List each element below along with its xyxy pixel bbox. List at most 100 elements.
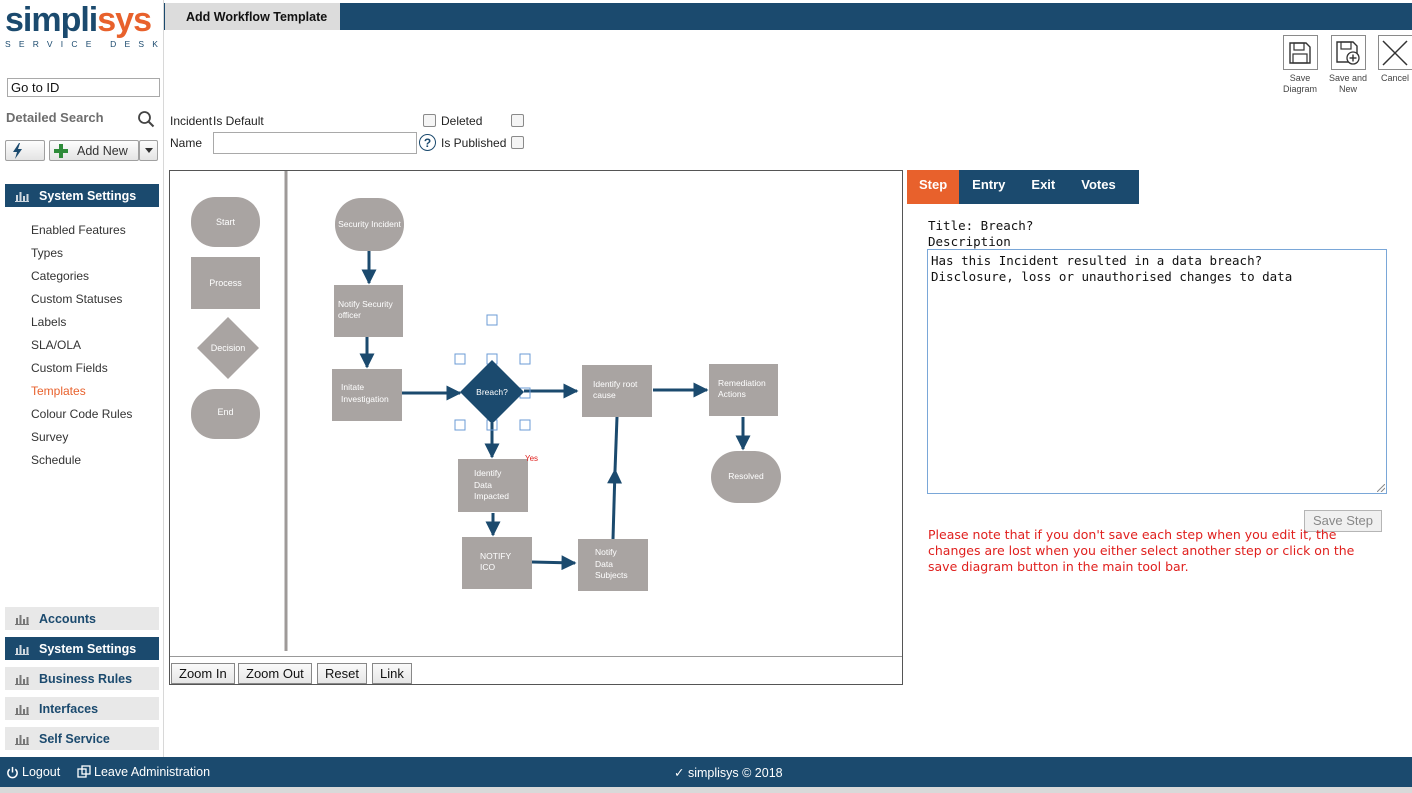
module-label: Interfaces: [39, 701, 99, 716]
node-identify-root-cause[interactable]: Identify root cause: [582, 365, 652, 417]
nav-item-survey[interactable]: Survey: [31, 430, 69, 444]
leave-administration-link[interactable]: Leave Administration: [77, 765, 210, 779]
cancel-button[interactable]: Cancel: [1373, 35, 1412, 84]
module-label: Accounts: [39, 611, 96, 626]
nav-item-enabled-features[interactable]: Enabled Features: [31, 223, 126, 237]
node-label: Impacted: [474, 491, 509, 501]
palette-decision[interactable]: Decision: [197, 317, 259, 379]
module-self-service[interactable]: Self Service: [5, 727, 159, 750]
zoom-out-button[interactable]: Zoom Out: [238, 663, 312, 684]
deleted-label: Deleted: [441, 114, 483, 128]
save-new-label-2: New: [1338, 84, 1357, 94]
yes-branch-label: Yes: [525, 454, 538, 463]
add-new-button[interactable]: Add New: [49, 140, 139, 161]
page-tab-title[interactable]: Add Workflow Template: [165, 3, 340, 30]
bar-chart-icon: [15, 191, 29, 202]
simplisys-logo[interactable]: simplisys SERVICE DESK: [5, 2, 163, 54]
name-label: Name: [170, 136, 203, 150]
node-identify-data-impacted[interactable]: Identify Data Impacted: [458, 459, 528, 512]
node-initiate-investigation[interactable]: Initate Investigation: [332, 369, 402, 421]
workflow-diagram[interactable]: Start Process Decision End: [170, 171, 902, 656]
link-button[interactable]: Link: [372, 663, 412, 684]
node-label: officer: [338, 310, 361, 320]
footer-bar: Logout Leave Administration ✓ simplisys …: [0, 757, 1412, 787]
description-textarea[interactable]: Has this Incident resulted in a data bre…: [927, 249, 1387, 494]
module-interfaces[interactable]: Interfaces: [5, 697, 159, 720]
lightning-icon: [13, 143, 22, 159]
logout-link[interactable]: Logout: [6, 765, 60, 779]
module-system-settings[interactable]: System Settings: [5, 637, 159, 660]
palette-end-label: End: [217, 407, 233, 417]
module-label: Business Rules: [39, 671, 133, 686]
bar-chart-icon: [15, 734, 29, 745]
workflow-canvas[interactable]: Start Process Decision End: [169, 170, 903, 685]
nav-item-templates[interactable]: Templates: [31, 384, 86, 398]
node-breach-decision[interactable]: Breach?: [460, 360, 524, 424]
bar-chart-icon: [15, 674, 29, 685]
palette-start[interactable]: Start: [191, 197, 260, 247]
module-accounts[interactable]: Accounts: [5, 607, 159, 630]
module-business-rules[interactable]: Business Rules: [5, 667, 159, 690]
node-label: Data: [474, 480, 492, 490]
bar-chart-icon: [15, 704, 29, 715]
nav-item-types[interactable]: Types: [31, 246, 64, 260]
nav-item-custom-statuses[interactable]: Custom Statuses: [31, 292, 123, 306]
tab-votes[interactable]: Votes (0): [1081, 177, 1116, 222]
system-settings-header[interactable]: System Settings: [5, 184, 159, 207]
save-step-button[interactable]: Save Step: [1304, 510, 1382, 532]
connector[interactable]: [531, 555, 577, 571]
logo-text-accent: sys: [97, 1, 152, 39]
palette-process[interactable]: Process: [191, 257, 260, 309]
reset-button[interactable]: Reset: [317, 663, 367, 684]
deleted-checkbox[interactable]: [511, 114, 524, 127]
node-label: Notify Security: [338, 299, 394, 309]
bar-chart-icon: [15, 644, 29, 655]
close-icon: [1382, 39, 1408, 66]
resize-grip-icon[interactable]: [1377, 484, 1385, 492]
node-label: Security Incident: [338, 219, 401, 229]
leave-admin-label: Leave Administration: [94, 765, 211, 779]
plus-icon: [54, 143, 68, 158]
goto-id-input[interactable]: [7, 78, 160, 97]
logo-subtitle: SERVICE DESK: [5, 39, 167, 49]
search-icon[interactable]: [137, 110, 155, 128]
is-published-checkbox[interactable]: [511, 136, 524, 149]
settings-nav-list: Enabled Features Types Categories Custom…: [31, 221, 132, 474]
tab-exit[interactable]: Exit: [1031, 177, 1056, 192]
description-label: Description: [928, 234, 1011, 249]
nav-item-categories[interactable]: Categories: [31, 269, 90, 283]
is-published-label: Is Published: [441, 136, 507, 150]
add-new-dropdown[interactable]: [139, 140, 158, 161]
chevron-down-icon: [144, 148, 153, 153]
step-tabs: Step Entry Exit Votes (0): [907, 170, 1139, 222]
node-label: Identify root: [593, 379, 638, 389]
tab-entry[interactable]: Entry: [972, 177, 1006, 192]
node-notify-data-subjects[interactable]: Notify Data Subjects: [578, 539, 648, 591]
palette-end[interactable]: End: [191, 389, 260, 439]
save-diagram-label-2: Diagram: [1282, 84, 1317, 94]
nav-item-custom-fields[interactable]: Custom Fields: [31, 361, 108, 375]
node-notify-ico[interactable]: NOTIFY ICO: [462, 537, 532, 589]
node-label: Data: [595, 559, 613, 569]
nav-item-colour-code-rules[interactable]: Colour Code Rules: [31, 407, 133, 421]
nav-item-schedule[interactable]: Schedule: [31, 453, 82, 467]
is-default-checkbox[interactable]: [423, 114, 436, 127]
connector[interactable]: [613, 416, 619, 472]
nav-item-sla-ola[interactable]: SLA/OLA: [31, 338, 82, 352]
module-label: Self Service: [39, 731, 110, 746]
connector[interactable]: [607, 468, 623, 540]
name-input[interactable]: [213, 132, 417, 154]
node-remediation-actions[interactable]: Remediation Actions: [709, 364, 778, 416]
node-security-incident[interactable]: Security Incident: [335, 198, 404, 251]
tab-step[interactable]: Step: [907, 170, 960, 204]
detailed-search-link[interactable]: Detailed Search: [6, 110, 104, 125]
quick-action-button[interactable]: [5, 140, 45, 161]
help-icon[interactable]: ?: [419, 134, 436, 151]
zoom-toolbar: Zoom In Zoom Out Reset Link: [170, 656, 902, 684]
zoom-in-button[interactable]: Zoom In: [171, 663, 235, 684]
nav-item-labels[interactable]: Labels: [31, 315, 67, 329]
node-resolved[interactable]: Resolved: [711, 451, 781, 503]
node-notify-security-officer[interactable]: Notify Security officer: [334, 285, 403, 337]
